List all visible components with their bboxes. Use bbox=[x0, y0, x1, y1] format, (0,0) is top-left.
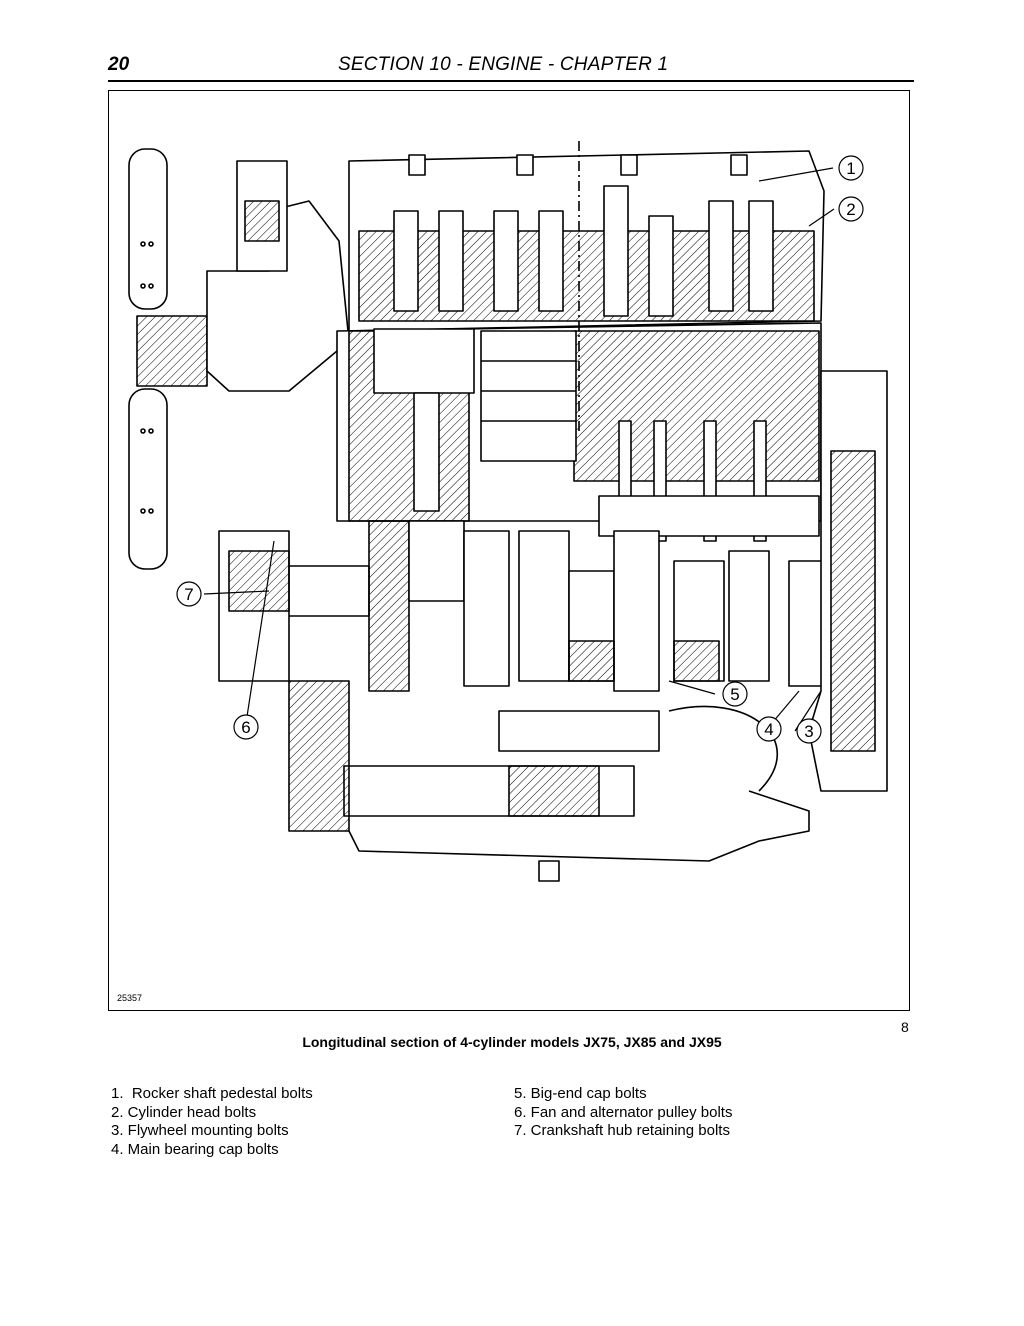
callout-4: 4 bbox=[764, 720, 773, 739]
callout-6: 6 bbox=[241, 718, 250, 737]
legend-item: 1. Rocker shaft pedestal bolts bbox=[111, 1085, 313, 1102]
figure-caption: Longitudinal section of 4-cylinder model… bbox=[302, 1034, 722, 1050]
legend-item: 6. Fan and alternator pulley bolts bbox=[514, 1103, 733, 1121]
legend-item: 4. Main bearing cap bolts bbox=[111, 1140, 279, 1158]
callout-5: 5 bbox=[730, 685, 739, 704]
legend-item: 5. Big-end cap bolts bbox=[514, 1085, 647, 1102]
legend-left: 1. Rocker shaft pedestal bolts 2. Cylind… bbox=[111, 1085, 313, 1159]
callout-7: 7 bbox=[184, 585, 193, 604]
callouts bbox=[176, 155, 864, 744]
figure-number: 8 bbox=[901, 1019, 909, 1035]
section-title: SECTION 10 - ENGINE - CHAPTER 1 bbox=[338, 54, 669, 75]
callout-2: 2 bbox=[846, 200, 855, 219]
header-rule bbox=[108, 80, 914, 82]
legend-right: 5. Big-end cap bolts 6. Fan and alternat… bbox=[514, 1085, 732, 1141]
legend-item: 2. Cylinder head bolts bbox=[111, 1103, 257, 1121]
page-number: 20 bbox=[108, 54, 130, 75]
callout-1: 1 bbox=[846, 159, 855, 178]
callout-3: 3 bbox=[804, 722, 813, 741]
legend-item: 7. Crankshaft hub retaining bolts bbox=[514, 1122, 730, 1139]
engine-drawing: 1 2 3 4 5 6 7 bbox=[128, 141, 888, 882]
page-header: 20 SECTION 10 - ENGINE - CHAPTER 1 bbox=[108, 54, 914, 80]
legend-item: 3. Flywheel mounting bolts bbox=[111, 1122, 289, 1139]
fan-icon bbox=[128, 148, 208, 570]
figure-id: 25357 bbox=[117, 993, 143, 1003]
engine-section-figure: 1 2 3 4 5 6 7 25357 bbox=[108, 90, 910, 1011]
